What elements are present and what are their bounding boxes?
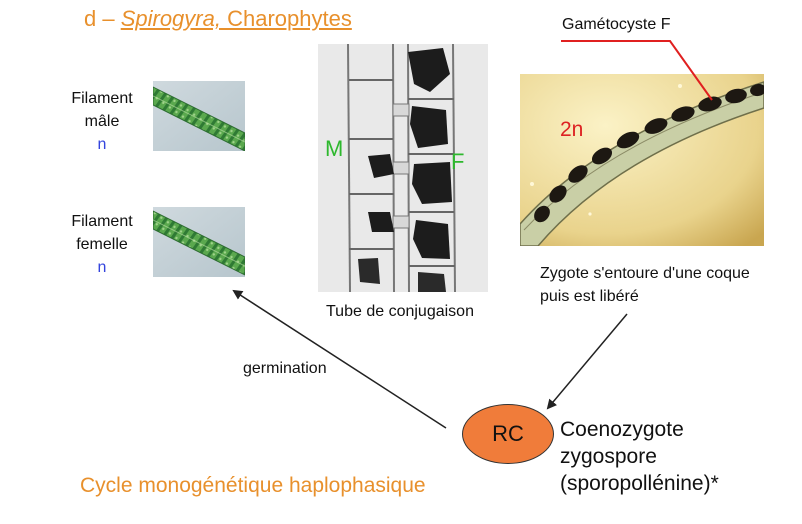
filament-photo-icon bbox=[153, 81, 245, 151]
zygote-ploidy: 2n bbox=[560, 118, 584, 141]
zygote-caption-line2: puis est libéré bbox=[540, 288, 639, 305]
title-genus: Spirogyra, bbox=[120, 6, 221, 31]
male-label-line2: mâle bbox=[84, 113, 120, 130]
filament-photo-icon bbox=[153, 207, 245, 277]
germination-label: germination bbox=[243, 360, 327, 377]
rc-ellipse: RC bbox=[462, 404, 554, 464]
arrow-icon bbox=[232, 289, 447, 429]
conjugation-caption: Tube de conjugaison bbox=[326, 303, 474, 320]
female-label-line1: Filament bbox=[71, 213, 133, 230]
title-group: Charophytes bbox=[220, 6, 352, 31]
female-filament-label: Filament femelle n bbox=[58, 210, 146, 279]
male-label-line1: Filament bbox=[71, 90, 133, 107]
coenozygote-line2: zygospore bbox=[560, 445, 657, 468]
female-strand-label: F bbox=[451, 149, 465, 174]
arrow-icon bbox=[546, 313, 628, 410]
coenozygote-line3: (sporopollénine)* bbox=[560, 472, 719, 495]
gametocyst-label: Gamétocyste F bbox=[562, 16, 671, 33]
title: d – Spirogyra, Charophytes bbox=[84, 6, 352, 32]
zygote-caption-line1: Zygote s'entoure d'une coque bbox=[540, 265, 750, 282]
female-label-line2: femelle bbox=[76, 236, 128, 253]
coenozygote-label: Coenozygote zygospore (sporopollénine)* bbox=[560, 416, 719, 497]
male-ploidy: n bbox=[97, 136, 107, 153]
female-ploidy: n bbox=[97, 259, 107, 276]
rc-label: RC bbox=[492, 421, 524, 446]
female-filament-photo bbox=[153, 207, 245, 277]
male-filament-label: Filament mâle n bbox=[58, 87, 146, 156]
zygote-caption: Zygote s'entoure d'une coque puis est li… bbox=[540, 262, 750, 308]
title-prefix: d – bbox=[84, 6, 121, 31]
cycle-caption: Cycle monogénétique haplophasique bbox=[80, 474, 426, 497]
conjugation-micrograph bbox=[318, 44, 488, 292]
male-filament-photo bbox=[153, 81, 245, 151]
zygote-micrograph-icon bbox=[520, 74, 764, 246]
coenozygote-line1: Coenozygote bbox=[560, 418, 684, 441]
conjugation-micrograph-icon bbox=[318, 44, 488, 292]
male-strand-label: M bbox=[325, 136, 344, 161]
zygote-micrograph bbox=[520, 74, 764, 246]
